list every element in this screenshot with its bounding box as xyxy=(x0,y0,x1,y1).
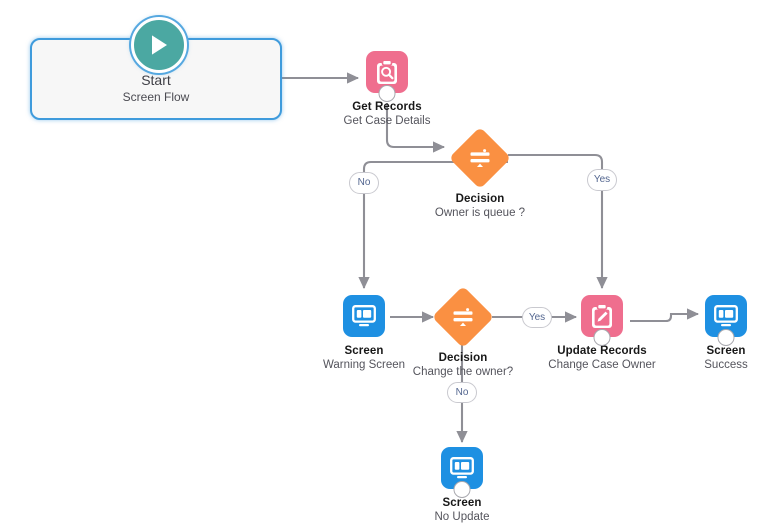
decision-diamond-icon xyxy=(448,126,512,190)
node-screen-warning[interactable]: Screen Warning Screen xyxy=(304,295,424,373)
play-icon[interactable] xyxy=(131,17,187,73)
branch-label-yes[interactable]: Yes xyxy=(587,169,617,191)
node-label: Screen xyxy=(706,345,746,357)
connector-stub[interactable] xyxy=(717,329,735,346)
clipboard-pencil-icon xyxy=(581,295,623,346)
node-screen-success[interactable]: Screen Success xyxy=(666,295,768,373)
node-get-records[interactable]: Get Records Get Case Details xyxy=(327,51,447,129)
node-sublabel: No Update xyxy=(434,511,490,523)
node-sublabel: Change the owner? xyxy=(412,366,514,378)
screen-monitor-icon xyxy=(441,447,483,498)
start-subtitle: Screen Flow xyxy=(122,90,190,104)
connector-stub[interactable] xyxy=(378,85,396,102)
node-sublabel: Warning Screen xyxy=(322,359,406,371)
node-label: Decision xyxy=(438,352,488,364)
node-screen-no-update[interactable]: Screen No Update xyxy=(402,447,522,525)
branch-label-no[interactable]: No xyxy=(447,382,477,403)
node-label: Decision xyxy=(455,193,505,205)
node-decision-change-owner[interactable]: Decision Change the owner? xyxy=(403,285,523,380)
node-label: Get Records xyxy=(352,101,422,113)
node-decision-owner-is-queue[interactable]: Decision Owner is queue ? xyxy=(420,126,540,221)
screen-monitor-icon xyxy=(705,295,747,346)
node-sublabel: Change Case Owner xyxy=(548,359,656,371)
node-label: Screen xyxy=(344,345,384,357)
node-sublabel: Success xyxy=(704,359,748,371)
branch-label-no[interactable]: No xyxy=(349,172,379,194)
node-label: Screen xyxy=(442,497,482,509)
clipboard-search-icon xyxy=(366,51,408,102)
node-update-records[interactable]: Update Records Change Case Owner xyxy=(542,295,662,373)
branch-label-yes[interactable]: Yes xyxy=(522,307,552,328)
connector-stub[interactable] xyxy=(593,329,611,346)
node-sublabel: Owner is queue ? xyxy=(434,207,526,219)
node-sublabel: Get Case Details xyxy=(343,115,431,127)
node-label: Update Records xyxy=(557,345,647,357)
start-title: Start xyxy=(141,72,171,88)
decision-diamond-icon xyxy=(431,285,495,349)
connector-stub[interactable] xyxy=(453,481,471,498)
screen-monitor-icon xyxy=(343,295,385,337)
